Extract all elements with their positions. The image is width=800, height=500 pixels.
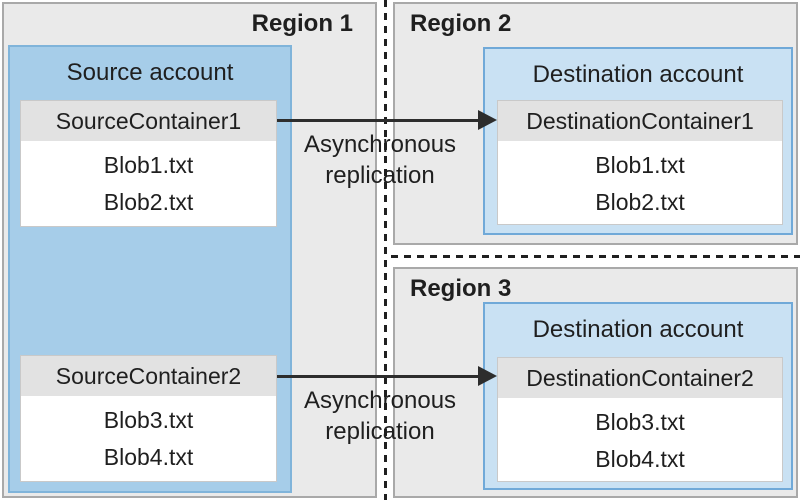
blob-item: Blob3.txt xyxy=(103,407,194,433)
destination-container-1-box: DestinationContainer1 Blob1.txt Blob2.tx… xyxy=(497,100,783,225)
destination-container-1-name: DestinationContainer1 xyxy=(498,101,782,141)
region-2-label: Region 2 xyxy=(410,10,512,37)
destination-account-title: Destination account xyxy=(532,61,744,88)
blob-item: Blob2.txt xyxy=(103,189,194,215)
replication-arrow-1-label: Asynchronous replication xyxy=(303,131,457,189)
destination-container-2-blobs: Blob3.txt Blob4.txt xyxy=(498,398,782,481)
replication-arrow-2-line xyxy=(277,375,479,378)
replication-arrow-2-label: Asynchronous replication xyxy=(303,387,457,445)
source-account-title: Source account xyxy=(66,59,234,86)
source-container-2-box: SourceContainer2 Blob3.txt Blob4.txt xyxy=(20,355,277,482)
blob-item: Blob1.txt xyxy=(103,152,194,178)
region-1-label: Region 1 xyxy=(251,10,353,37)
source-container-1-blobs: Blob1.txt Blob2.txt xyxy=(21,141,276,226)
region-3-label: Region 3 xyxy=(410,275,512,302)
replication-arrow-1-line xyxy=(277,119,479,122)
source-container-1-name: SourceContainer1 xyxy=(21,101,276,141)
source-container-2-blobs: Blob3.txt Blob4.txt xyxy=(21,396,276,481)
vertical-region-divider-dashed-line xyxy=(384,0,387,500)
blob-item: Blob1.txt xyxy=(595,152,685,178)
destination-container-2-box: DestinationContainer2 Blob3.txt Blob4.tx… xyxy=(497,357,783,482)
blob-item: Blob2.txt xyxy=(595,189,685,215)
blob-item: Blob3.txt xyxy=(595,409,685,435)
replication-arrow-1-head-icon xyxy=(478,110,497,130)
horizontal-region-divider-dashed-line xyxy=(391,255,800,258)
destination-container-1-blobs: Blob1.txt Blob2.txt xyxy=(498,141,782,224)
destination-account-title: Destination account xyxy=(532,316,744,343)
source-container-1-box: SourceContainer1 Blob1.txt Blob2.txt xyxy=(20,100,277,227)
destination-container-2-name: DestinationContainer2 xyxy=(498,358,782,398)
blob-item: Blob4.txt xyxy=(595,446,685,472)
source-container-2-name: SourceContainer2 xyxy=(21,356,276,396)
blob-item: Blob4.txt xyxy=(103,444,194,470)
replication-arrow-2-head-icon xyxy=(478,366,497,386)
